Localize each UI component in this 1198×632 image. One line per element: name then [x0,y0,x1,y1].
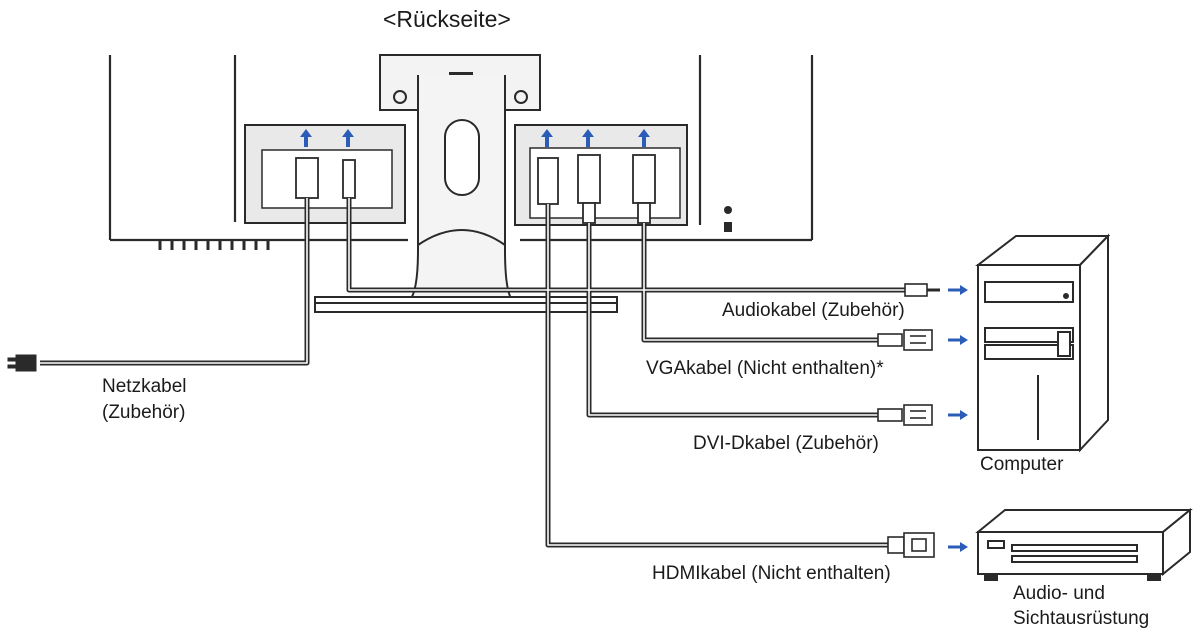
vga-cable-label: VGAkabel (Nicht enthalten)* [646,358,884,379]
hdmi-plug-icon [887,532,935,558]
vga-plug-icon [877,329,933,351]
arrow-icon [948,335,968,345]
port-arrows [300,129,650,147]
hdmi-cable-label: HDMIkabel (Nicht enthalten) [652,563,891,584]
page-title: <Rückseite> [383,6,511,32]
arrow-icon [948,285,968,295]
audio-cable-label: Audiokabel (Zubehör) [722,300,905,321]
direction-arrows [948,285,968,552]
dvi-cable-label: DVI-Dkabel (Zubehör) [693,433,879,454]
power-plug-icon [7,354,37,372]
power-cable-label-line2: (Zubehör) [102,402,186,423]
cables-inner [40,198,920,546]
av-equipment-label-line2: Sichtausrüstung [1013,608,1150,629]
connector-panel-left [244,124,406,224]
computer-tower-icon [975,233,1111,453]
dvi-plug-icon [877,404,933,426]
audio-jack-icon [904,283,940,297]
monitor-rear [108,55,814,250]
arrow-icon [948,410,968,420]
power-cable-label-line1: Netzkabel [102,376,187,397]
av-equipment-label-line1: Audio- und [1013,583,1105,604]
av-equipment-icon [975,507,1193,581]
computer-label: Computer [980,454,1064,475]
arrow-icon [948,542,968,552]
lock-slot-icon [724,206,732,232]
monitor-stand [314,54,618,313]
